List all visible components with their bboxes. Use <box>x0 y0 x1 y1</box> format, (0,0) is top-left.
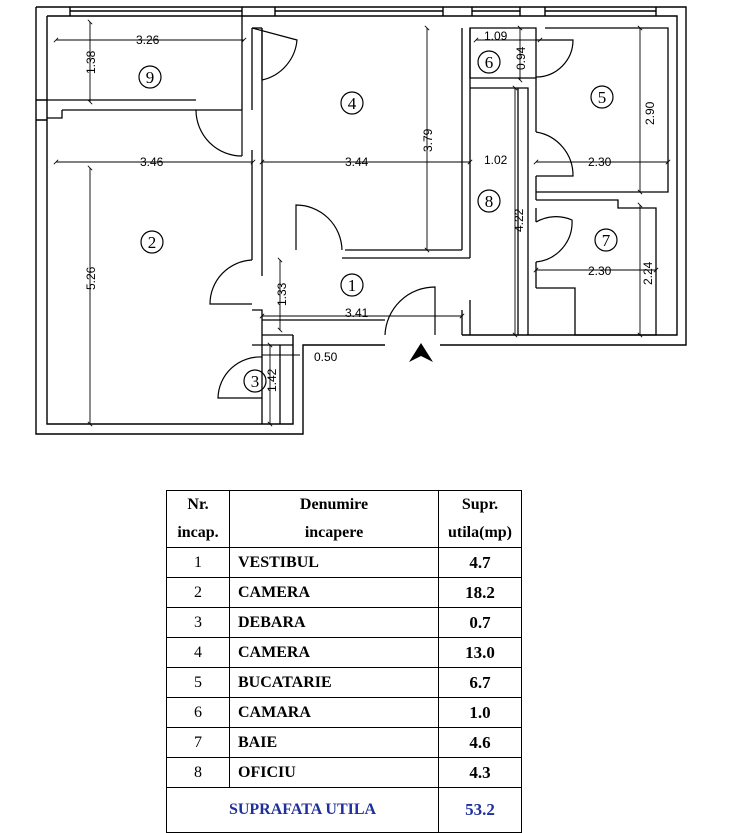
row-nr: 8 <box>166 757 230 788</box>
row-area: 0.7 <box>438 607 522 638</box>
room-number: 8 <box>485 192 494 211</box>
row-area: 1.0 <box>438 697 522 728</box>
table-header-row: Nr. Denumire Supr. <box>166 490 522 519</box>
dim-label: 2.30 <box>588 264 612 278</box>
door-room-2 <box>209 259 253 305</box>
row-name: CAMARA <box>229 697 439 728</box>
row-name: CAMERA <box>229 577 439 608</box>
table-row: 7 BAIE 4.6 <box>166 727 522 758</box>
header-nr: Nr. <box>166 490 230 519</box>
door-room-9-leaf <box>251 27 298 81</box>
dim-label: 2.30 <box>588 155 612 169</box>
room-4-circle <box>340 91 364 115</box>
dimension-lines <box>53 19 671 427</box>
area-table: Nr. Denumire Supr. incap. incapere utila… <box>166 490 522 833</box>
row-name: VESTIBUL <box>229 547 439 578</box>
floor-plan: 3.26 1.38 3.46 3.44 3.79 1.09 0.94 1.02 … <box>35 6 687 435</box>
dim-label: 4.22 <box>512 208 526 232</box>
row-area: 4.7 <box>438 547 522 578</box>
row-area: 13.0 <box>438 637 522 668</box>
header-name-2: incapere <box>229 519 439 548</box>
room-number: 5 <box>598 88 607 107</box>
dim-label: 2.90 <box>643 101 657 125</box>
table-row: 5 BUCATARIE 6.7 <box>166 667 522 698</box>
total-value: 53.2 <box>438 787 522 833</box>
table-row: 3 DEBARA 0.7 <box>166 607 522 638</box>
dim-label: 1.33 <box>275 282 289 306</box>
room-numbers: 1 2 3 4 5 6 7 8 9 <box>146 53 611 391</box>
dim-label: 1.38 <box>84 50 98 74</box>
row-nr: 6 <box>166 697 230 728</box>
row-nr: 1 <box>166 547 230 578</box>
row-area: 4.6 <box>438 727 522 758</box>
dim-label: 3.46 <box>140 155 164 169</box>
door-room-4 <box>295 204 343 251</box>
row-nr: 3 <box>166 607 230 638</box>
room-number: 1 <box>348 276 357 295</box>
room-3-circle <box>243 369 267 393</box>
room-number: 7 <box>602 231 611 250</box>
room-1-circle <box>340 273 364 297</box>
dim-label: 0.94 <box>514 46 528 70</box>
room-5-circle <box>590 85 614 109</box>
table-row: 1 VESTIBUL 4.7 <box>166 547 522 578</box>
dim-label: 5.26 <box>84 266 98 290</box>
interior-walls <box>47 16 669 424</box>
row-name: DEBARA <box>229 607 439 638</box>
dim-label: 3.79 <box>421 128 435 152</box>
row-area: 6.7 <box>438 667 522 698</box>
row-name: BAIE <box>229 727 439 758</box>
table-total-row: SUPRAFATA UTILA 53.2 <box>166 787 522 833</box>
door-room-7 <box>535 216 573 263</box>
row-nr: 4 <box>166 637 230 668</box>
door-room-3 <box>217 356 263 399</box>
dim-label: 1.09 <box>484 29 508 43</box>
header-area: Supr. <box>438 490 522 519</box>
door-room-9 <box>195 109 243 157</box>
outer-walls <box>35 6 687 435</box>
dimension-labels: 3.26 1.38 3.46 3.44 3.79 1.09 0.94 1.02 … <box>84 29 657 392</box>
dim-label: 0.50 <box>314 350 338 364</box>
dim-label: 3.41 <box>345 306 369 320</box>
dim-label: 1.42 <box>265 368 279 392</box>
room-number: 2 <box>148 233 157 252</box>
room-8-circle <box>477 189 501 213</box>
row-nr: 2 <box>166 577 230 608</box>
table-header-row: incap. incapere utila(mp) <box>166 519 522 548</box>
door-entrance <box>384 286 436 336</box>
room-number: 3 <box>251 372 260 391</box>
room-number: 9 <box>146 68 155 87</box>
room-6-circle <box>477 50 501 74</box>
dim-label: 2.24 <box>641 261 655 285</box>
row-name: CAMERA <box>229 637 439 668</box>
header-nr-2: incap. <box>166 519 230 548</box>
row-name: OFICIU <box>229 757 439 788</box>
door-room-6 <box>535 39 574 78</box>
dim-label: 1.02 <box>484 153 508 167</box>
row-nr: 7 <box>166 727 230 758</box>
room-9-circle <box>138 65 162 89</box>
total-label: SUPRAFATA UTILA <box>166 787 439 833</box>
entrance-arrow-icon <box>409 343 433 362</box>
table-row: 2 CAMERA 18.2 <box>166 577 522 608</box>
dim-label: 3.26 <box>136 33 160 47</box>
row-area: 18.2 <box>438 577 522 608</box>
doors <box>195 27 574 399</box>
header-name: Denumire <box>229 490 439 519</box>
table-row: 6 CAMARA 1.0 <box>166 697 522 728</box>
room-number: 6 <box>485 53 494 72</box>
row-name: BUCATARIE <box>229 667 439 698</box>
row-nr: 5 <box>166 667 230 698</box>
dim-label: 3.44 <box>345 155 369 169</box>
table-row: 8 OFICIU 4.3 <box>166 757 522 788</box>
room-2-circle <box>140 230 164 254</box>
room-number: 4 <box>348 94 357 113</box>
door-room-5 <box>535 131 574 177</box>
header-area-2: utila(mp) <box>438 519 522 548</box>
room-labels <box>138 50 618 393</box>
row-area: 4.3 <box>438 757 522 788</box>
room-7-circle <box>594 228 618 252</box>
table-row: 4 CAMERA 13.0 <box>166 637 522 668</box>
